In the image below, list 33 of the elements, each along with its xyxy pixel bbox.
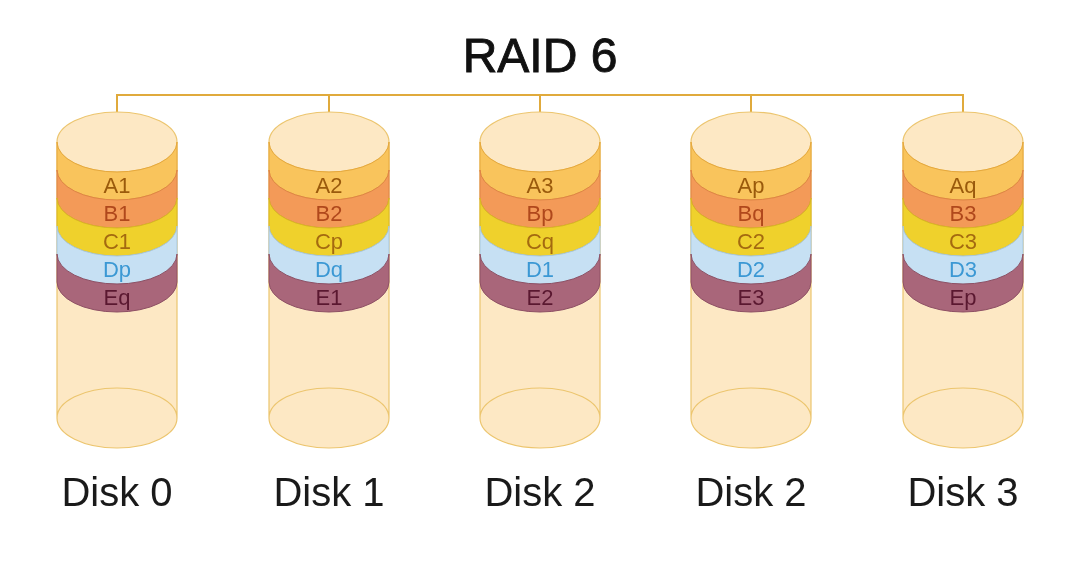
block-label: A1: [103, 173, 131, 199]
block-label: Dq: [314, 257, 344, 283]
block-label: E3: [737, 285, 765, 311]
block-label: D2: [736, 257, 766, 283]
block-label: Ap: [737, 173, 765, 199]
block-label: C2: [736, 229, 766, 255]
block-label: B3: [949, 201, 977, 227]
block-label: D3: [948, 257, 978, 283]
block-label: B2: [315, 201, 343, 227]
connector-line: [328, 94, 541, 113]
block-label: C1: [102, 229, 132, 255]
block-label: B1: [103, 201, 131, 227]
disk-label: Disk 0: [61, 470, 173, 514]
connector-line: [539, 94, 541, 113]
block-label: C3: [948, 229, 978, 255]
disk-label: Disk 2: [484, 470, 596, 514]
block-label: Bq: [737, 201, 765, 227]
block-label: E1: [315, 285, 343, 311]
diagram-heading: RAID 6: [462, 28, 618, 84]
disk-label: Disk 3: [907, 470, 1019, 514]
block-label: A3: [526, 173, 554, 199]
block-label: D1: [525, 257, 555, 283]
block-label: Eq: [103, 285, 131, 311]
disk-label: Disk 2: [695, 470, 807, 514]
block-label: E2: [526, 285, 554, 311]
block-label: Dp: [102, 257, 132, 283]
block-label: Aq: [949, 173, 977, 199]
block-label: Cp: [314, 229, 344, 255]
block-label: Ep: [949, 285, 977, 311]
block-label: A2: [315, 173, 343, 199]
block-label: Bp: [526, 201, 554, 227]
block-label: Cq: [525, 229, 555, 255]
disk-label: Disk 1: [273, 470, 385, 514]
